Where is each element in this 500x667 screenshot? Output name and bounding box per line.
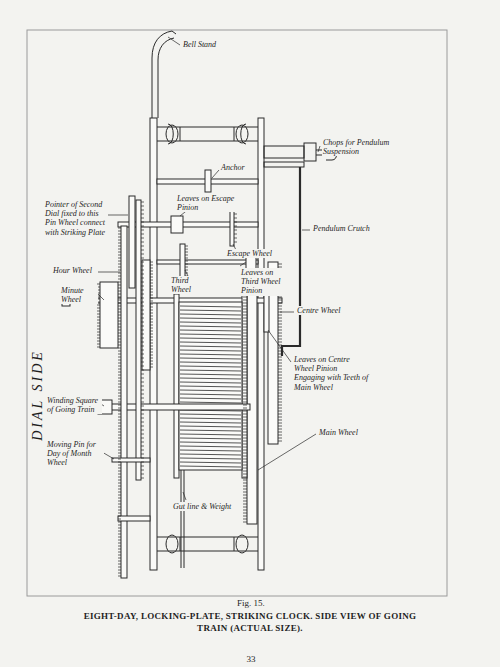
bell-stand <box>152 31 176 118</box>
part-label: Minute Wheel <box>60 286 98 304</box>
motion-wheel <box>136 200 141 480</box>
part-label: Pointer of Second Dial fixed to this Pin… <box>44 200 108 237</box>
part-label: Bell Stand <box>182 40 217 49</box>
page-frame <box>27 30 447 596</box>
pin-wheel <box>129 196 135 288</box>
third-wheel <box>180 244 185 280</box>
part-label: Chops for Pendulum Suspension <box>322 138 408 156</box>
motion-arbor <box>118 516 150 521</box>
part-label: Leaves on Escape Pinion <box>176 194 238 212</box>
gear-teeth <box>185 246 188 279</box>
part-label: Winding Square of Going Train <box>46 396 102 414</box>
anchor <box>205 170 211 192</box>
motion-wheel <box>142 260 150 370</box>
third-arbor <box>157 260 258 264</box>
gear-teeth <box>118 228 121 576</box>
part-label: Pendulum Crutch <box>312 224 371 233</box>
side-label: DIAL SIDE <box>30 348 46 442</box>
part-label: Hour Wheel <box>52 266 93 275</box>
figure-caption: EIGHT-DAY, LOCKING-PLATE, STRIKING CLOCK… <box>70 611 430 634</box>
gear-teeth <box>243 294 247 522</box>
pillar <box>157 537 258 551</box>
front-plate <box>150 118 157 570</box>
part-label: Main Wheel <box>318 428 359 437</box>
pendulum-crutch <box>282 167 300 356</box>
gut-windings <box>180 306 241 467</box>
pillar <box>166 125 178 143</box>
pillar <box>236 125 248 143</box>
crutch-arbor <box>264 162 304 167</box>
figure-number: Fig. 15. <box>0 598 500 608</box>
back-plate <box>258 118 264 570</box>
moving-pin <box>112 458 150 462</box>
pillar <box>157 124 258 144</box>
escape-pinion <box>171 216 183 233</box>
centre-pinion <box>264 290 269 332</box>
barrel-flange <box>174 294 179 478</box>
barrel <box>179 302 242 470</box>
hour-wheel <box>121 226 127 578</box>
gear-teeth <box>150 262 153 367</box>
part-label: Escape Wheel <box>226 249 273 258</box>
part-label: Gut line & Weight <box>172 502 232 511</box>
part-label: Centre Wheel <box>296 306 341 315</box>
figure-number: 33 <box>0 654 500 664</box>
gear-teeth <box>141 202 144 478</box>
barrel-flange <box>242 294 247 478</box>
chops <box>304 143 316 161</box>
part-label: Leaves on Centre Wheel Pinion Engaging w… <box>293 355 371 392</box>
leader-lines <box>96 37 320 500</box>
bell-stand <box>158 38 174 118</box>
part-label: Third Wheel <box>170 276 208 294</box>
part-label: Moving Pin for Day of Month Wheel <box>46 440 104 468</box>
part-label: Leaves on Third Wheel Pinion <box>240 268 292 296</box>
minute-wheel <box>100 282 118 348</box>
chops <box>264 146 304 158</box>
part-label: Anchor <box>220 163 246 172</box>
pillar <box>166 535 178 553</box>
pillar <box>236 535 248 553</box>
gut-line <box>181 470 184 568</box>
